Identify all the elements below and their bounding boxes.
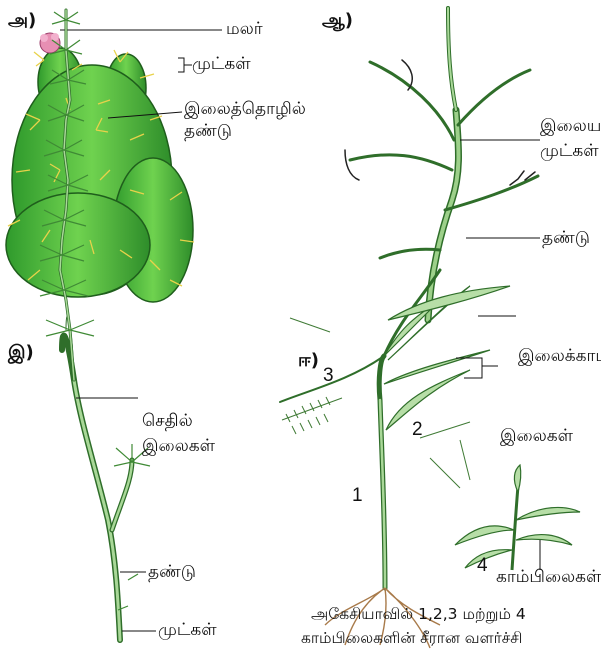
panel-b-leaders xyxy=(460,140,540,238)
panel-a-marker: அ) xyxy=(8,10,36,33)
leaves-label: இலைகள் xyxy=(500,426,573,446)
stem-label-b: தண்டு xyxy=(542,228,590,248)
caption-line1: அகேசியாவில் 1,2,3 மற்றும் 4 xyxy=(311,604,526,625)
leaf-spines-label-line2: முட்கள் xyxy=(540,141,599,161)
number-2: 2 xyxy=(412,419,423,441)
acacia-compound-leaves xyxy=(282,318,470,488)
stem-label-a-line2: தண்டு xyxy=(184,121,232,141)
cactus-illustration xyxy=(6,48,193,302)
acacia-phyllodes xyxy=(384,286,510,430)
number-3: 3 xyxy=(323,365,334,387)
flower-label: மலர் xyxy=(226,19,263,39)
scale-leaves-label-line2: இலைகள் xyxy=(142,436,215,456)
number-4: 4 xyxy=(477,555,488,577)
leaf-spines-label-line1: இலையடி xyxy=(540,116,601,136)
phyllodes-label: காம்பிலைகள் xyxy=(496,567,601,587)
spines-label-c: முட்கள் xyxy=(158,620,217,640)
thorny-branch-illustration xyxy=(345,8,538,320)
stem-label-c: தண்டு xyxy=(148,562,196,582)
scale-leaves-label-line1: செதில் xyxy=(142,411,193,431)
caption-line2: காம்பிலைகளின் சீரான வளர்ச்சி xyxy=(301,628,522,649)
panel-b-marker: ஆ) xyxy=(322,10,353,33)
panel-c-marker: இ) xyxy=(8,342,34,365)
stem-label-a-line1: இலைத்தொழில் xyxy=(184,99,306,119)
young-acacia-plant xyxy=(455,465,580,570)
panel-d-marker: ஈ) xyxy=(298,350,319,373)
spines-label-a: முட்கள் xyxy=(192,54,251,74)
number-1: 1 xyxy=(352,485,363,507)
phyllode-label: இலைக்காம்பு xyxy=(518,346,601,366)
